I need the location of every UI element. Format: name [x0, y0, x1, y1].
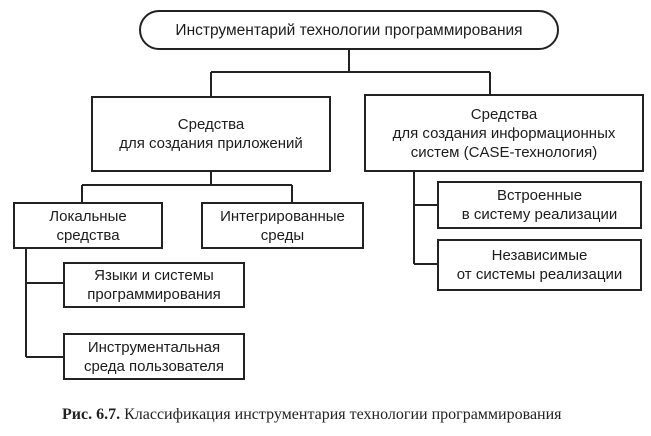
root-node-label: Инструментарий технологии программирован… — [175, 21, 523, 39]
local-node: Локальные средства — [13, 202, 163, 249]
languages-node: Языки и системы программирования — [63, 262, 245, 308]
figure-caption-text: Классификация инструментария технологии … — [124, 406, 562, 423]
languages-node-label: Языки и системы программирования — [87, 267, 221, 303]
figure-caption-label: Рис. 6.7. — [62, 406, 121, 423]
apps-node-label: Средства для создания приложений — [119, 116, 303, 152]
builtin-node: Встроенные в систему реализации — [437, 181, 642, 229]
root-node: Инструментарий технологии программирован… — [139, 10, 559, 50]
case-node-label: Средства для создания информационных сис… — [392, 105, 616, 161]
independent-node-label: Независимые от системы реализации — [456, 247, 623, 283]
integrated-node: Интегрированные среды — [201, 202, 364, 249]
independent-node: Независимые от системы реализации — [437, 239, 642, 291]
user-env-node-label: Инструментальная среда пользователя — [83, 338, 225, 375]
figure-caption: Рис. 6.7. Классификация инструментария т… — [62, 406, 642, 424]
builtin-node-label: Встроенные в систему реализации — [461, 187, 618, 223]
apps-node: Средства для создания приложений — [91, 96, 331, 172]
user-env-node: Инструментальная среда пользователя — [63, 333, 245, 380]
integrated-node-label: Интегрированные среды — [220, 207, 345, 244]
case-node: Средства для создания информационных сис… — [364, 94, 644, 172]
local-node-label: Локальные средства — [49, 207, 127, 244]
